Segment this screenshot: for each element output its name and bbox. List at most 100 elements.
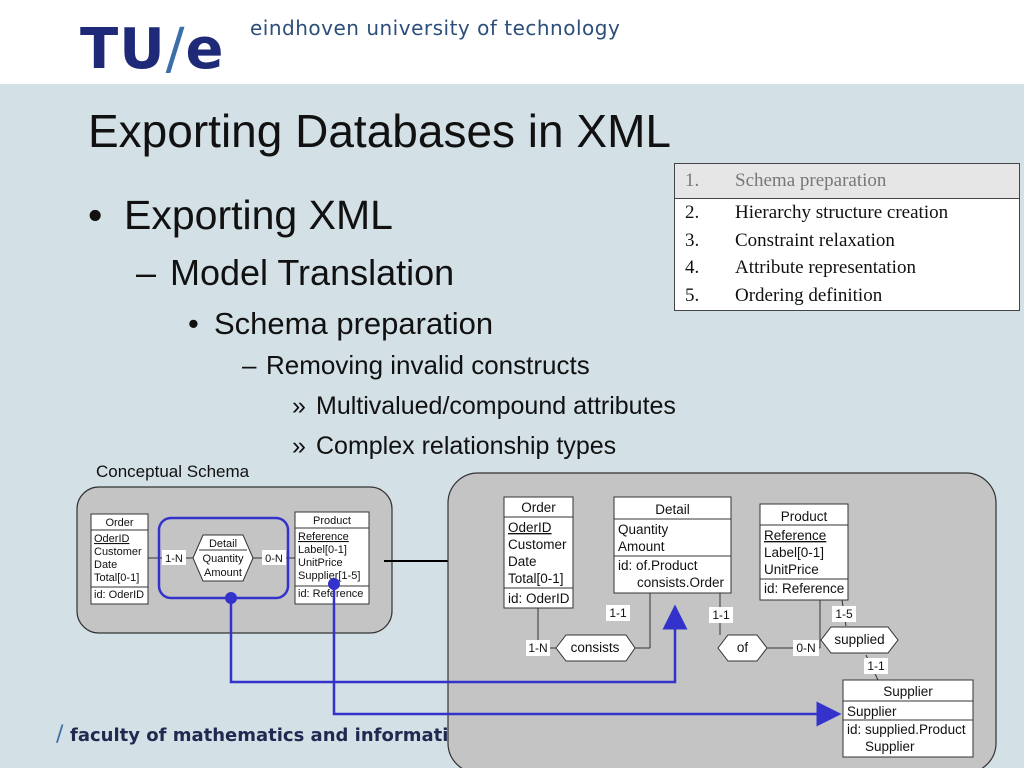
step-text: Constraint relaxation xyxy=(735,229,895,251)
entity-attr: Total[0-1] xyxy=(94,572,139,584)
entity-id: consists.Order xyxy=(637,575,725,590)
step-text: Hierarchy structure creation xyxy=(735,202,949,223)
entity-name: Product xyxy=(781,509,828,524)
step-number: 1. xyxy=(685,170,700,191)
cardinality-label: 1-5 xyxy=(835,607,853,621)
bullet-text: Exporting XML xyxy=(124,192,393,238)
step-text: Attribute representation xyxy=(735,257,916,278)
bullet-mark: – xyxy=(136,252,157,293)
step-text: Schema preparation xyxy=(735,170,887,191)
step-item: 5. Ordering definition xyxy=(675,282,1019,310)
relationship-attr: Quantity xyxy=(203,553,244,565)
bullet-level5: » Multivalued/compound attributes xyxy=(292,392,676,421)
relationship-consists xyxy=(555,634,636,662)
relationship-attr: Amount xyxy=(204,567,242,579)
bullet-mark: • xyxy=(88,192,103,238)
step-item: 1. Schema preparation xyxy=(675,164,1019,199)
entity-id: id: supplied.Product xyxy=(847,722,966,737)
entity-attr: Date xyxy=(94,559,117,571)
step-item: 3. Constraint relaxation xyxy=(675,227,1019,255)
bullet-level3: • Schema preparation xyxy=(188,306,493,342)
bullet-mark: » xyxy=(292,392,306,420)
cardinality-label: 0-N xyxy=(265,553,283,565)
entity-id: id: OderID xyxy=(508,591,570,606)
bullet-text: Schema preparation xyxy=(214,306,494,341)
relationship-name: of xyxy=(737,640,749,655)
bullet-mark: » xyxy=(292,432,306,460)
entity-attr: Supplier[1-5] xyxy=(298,570,360,582)
entity-attr: Reference xyxy=(298,531,349,543)
entity-id: id: Reference xyxy=(764,581,844,596)
entity-product-translated: Product Reference Label[0-1] UnitPrice i… xyxy=(759,503,849,601)
entity-attr: Label[0-1] xyxy=(764,545,824,560)
entity-attr: Label[0-1] xyxy=(298,544,347,556)
entity-name: Product xyxy=(313,515,351,527)
entity-name: Detail xyxy=(655,502,690,517)
highlight-box xyxy=(157,516,290,600)
entity-id: id: Reference xyxy=(298,588,363,600)
entity-order-conceptual: Order OderID Customer Date Total[0-1] id… xyxy=(90,513,149,605)
cardinality-label: 1-1 xyxy=(712,608,730,622)
entity-id: Supplier xyxy=(865,739,915,754)
entity-id: id: OderID xyxy=(94,589,144,601)
relationship-name: supplied xyxy=(834,632,884,647)
entity-attr: Customer xyxy=(94,546,142,558)
entity-attr: Date xyxy=(508,554,537,569)
entity-attr: OderID xyxy=(94,533,130,545)
step-item: 4. Attribute representation xyxy=(675,254,1019,282)
entity-attr: UnitPrice xyxy=(764,562,819,577)
header-bar xyxy=(0,0,1024,84)
step-number: 3. xyxy=(685,229,700,251)
bullet-text: Complex relationship types xyxy=(316,432,617,460)
cardinality-label: 0-N xyxy=(796,641,815,655)
relationship-detail-conceptual: Detail Quantity Amount xyxy=(192,534,254,582)
entity-product-conceptual: Product Reference Label[0-1] UnitPrice S… xyxy=(294,511,370,605)
step-number: 5. xyxy=(685,284,700,306)
bullet-level4: –Removing invalid constructs xyxy=(242,350,590,381)
entity-attr: Quantity xyxy=(618,522,669,537)
entity-name: Supplier xyxy=(883,684,933,699)
bullet-text: Model Translation xyxy=(170,252,455,293)
bullet-text: Removing invalid constructs xyxy=(266,350,590,380)
mapping-arrow-supplier xyxy=(332,584,842,727)
entity-detail-translated: Detail Quantity Amount id: of.Product co… xyxy=(613,496,732,594)
cardinality-label: 1-1 xyxy=(867,659,885,673)
entity-attr: Customer xyxy=(508,537,567,552)
entity-order-translated: Order OderID Customer Date Total[0-1] id… xyxy=(503,496,574,609)
cardinality-label: 1-N xyxy=(528,641,547,655)
tue-logo: TU/e xyxy=(80,17,225,82)
entity-name: Order xyxy=(105,517,133,529)
step-number: 2. xyxy=(685,202,700,223)
bullet-level1: • Exporting XML xyxy=(88,192,393,239)
bullet-text: Multivalued/compound attributes xyxy=(316,392,676,420)
entity-attr: OderID xyxy=(508,520,552,535)
slide-title: Exporting Databases in XML xyxy=(88,105,671,157)
connector-dot xyxy=(225,592,237,604)
entity-attr: Amount xyxy=(618,539,665,554)
bullet-level2: –Model Translation xyxy=(136,252,454,294)
entity-attr: Total[0-1] xyxy=(508,571,564,586)
university-name: eindhoven university of technology xyxy=(250,16,621,40)
entity-attr: Supplier xyxy=(847,704,897,719)
cardinality-label: 1-1 xyxy=(609,606,627,620)
step-text: Ordering definition xyxy=(735,284,883,306)
entity-attr: UnitPrice xyxy=(298,557,343,569)
relationship-name: consists xyxy=(571,640,620,655)
bullet-level5: » Complex relationship types xyxy=(292,432,616,461)
connector-dot xyxy=(328,578,340,590)
relationship-of xyxy=(717,634,768,662)
cardinality-label: 1-N xyxy=(165,553,183,565)
bullet-mark: • xyxy=(188,306,199,341)
entity-supplier-translated: Supplier Supplier id: supplied.Product S… xyxy=(842,679,974,758)
step-number: 4. xyxy=(685,257,700,278)
mapping-arrow-detail xyxy=(229,598,688,684)
entity-attr: Reference xyxy=(764,528,826,543)
bullet-mark: – xyxy=(242,350,257,380)
faculty-name: faculty of mathematics and informati xyxy=(70,725,449,746)
step-item: 2. Hierarchy structure creation xyxy=(675,199,1019,227)
entity-id: id: of.Product xyxy=(618,558,698,573)
steps-list: 1. Schema preparation 2. Hierarchy structu… xyxy=(674,163,1020,311)
relationship-supplied xyxy=(820,626,899,654)
footer-slash: / xyxy=(56,722,64,747)
